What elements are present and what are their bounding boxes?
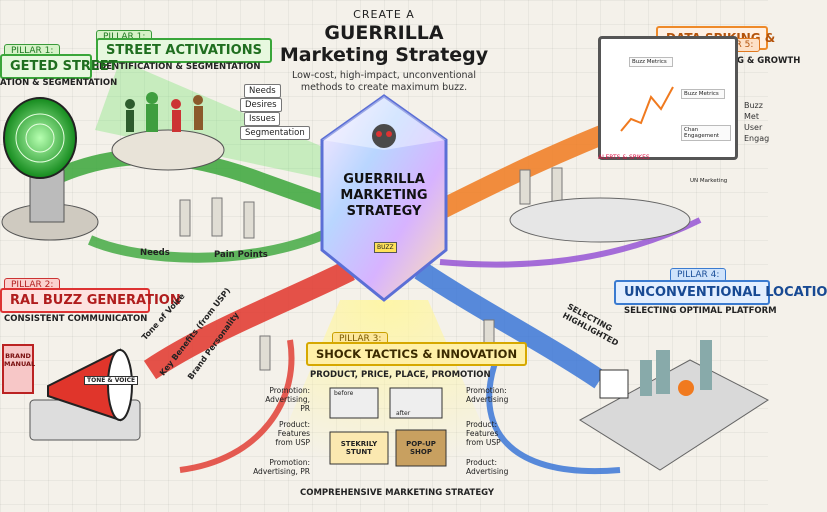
street-crowd: [125, 92, 203, 132]
p3-right1-line1: Promotion:: [466, 386, 507, 395]
pillar1-subtitle: IDENTIFICATION & SEGMENTATION: [96, 62, 261, 72]
stunt-boxes: [329, 387, 447, 467]
green-flow-lower: [87, 227, 333, 263]
side-label-buzz: Buzz Met: [744, 101, 763, 121]
shop-line2: SHOP: [410, 448, 432, 456]
p3-right2-line3: from USP: [466, 438, 501, 447]
marketing-tag: UN Marketing: [690, 178, 728, 184]
pillar4-subtitle: SELECTING OPTIMAL PLATFORM: [624, 306, 777, 316]
p3-right3-line1: Product:: [466, 458, 498, 467]
p3-left-label-3: Promotion: Advertising, PR: [240, 458, 310, 476]
dash-card-2: Buzz Metrics: [681, 89, 725, 99]
dash-side-labels: Buzz Met User Engag: [744, 100, 769, 144]
stunt-line1: STEKRILY: [340, 440, 378, 448]
stunt-line2: STUNT: [345, 448, 373, 456]
gem-label: GUERRILLA MARKETING STRATEGY: [334, 172, 434, 220]
dashboard-platform: [509, 197, 691, 243]
radar-dish: [1, 97, 99, 241]
alerts-tag: ALERTS & SPIKES: [598, 154, 650, 161]
buzz-tag: BUZZ: [374, 242, 397, 253]
p3-left2-line3: from USP: [275, 438, 310, 447]
label-segmentation: Segmentation: [240, 126, 310, 140]
popup-shop-sign: POP-UP SHOP: [398, 440, 444, 456]
pillar3-title: SHOCK TACTICS & INNOVATION: [306, 342, 528, 366]
flow-diagram: [1, 60, 769, 512]
before-label: before: [334, 390, 354, 397]
label-bottom-needs: Needs: [140, 248, 170, 258]
p3-left1-line2: Advertising,: [265, 395, 310, 404]
p3-right-label-1: Promotion: Advertising: [466, 386, 526, 404]
pillar3-footer: COMPREHENSIVE MARKETING STRATEGY: [300, 488, 495, 498]
page-title: GUERRILLA Marketing Strategy: [262, 22, 506, 66]
blue-flow: [414, 261, 606, 389]
dash-card-3: Chan Engagement: [681, 125, 731, 141]
p3-left2-line1: Product:: [278, 420, 310, 429]
pillar1-left-title: GETED STREET: [0, 54, 118, 79]
dash-line-chart-icon: [620, 86, 674, 132]
side-label-engagement: User Engag: [744, 123, 770, 143]
after-label: after: [396, 410, 411, 417]
subtitle-line2: methods to create maximum buzz.: [300, 82, 468, 93]
pillar4-title: UNCONVENTIONAL LOCATIO: [614, 280, 827, 305]
analytics-dashboard: Buzz Metrics Buzz Metrics Chan Engagemen…: [598, 36, 738, 160]
brand-manual-book: BRAND MANUAL: [2, 344, 35, 394]
p3-left1-line3: PR: [300, 404, 310, 413]
pillar3-subtitle: PRODUCT, PRICE, PLACE, PROMOTION: [310, 370, 491, 380]
megaphone-illustration: [29, 348, 141, 441]
label-needs: Needs: [244, 84, 281, 98]
gem-line1: GUERRILLA: [343, 172, 425, 187]
pillar5-subtitle: KPI TRACKING & GROWTH: [676, 56, 801, 66]
pillar1-left-subtitle: ATION & SEGMENTATION: [0, 78, 118, 88]
city-map: [579, 340, 769, 471]
p3-right2-line2: Features: [466, 429, 499, 438]
pillar1-title: STREET ACTIVATIONS: [96, 38, 272, 63]
label-pain-points: Pain Points: [214, 250, 268, 260]
gem-line3: STRATEGY: [346, 204, 422, 219]
central-gem: [320, 94, 448, 302]
header-create: CREATE A: [353, 8, 415, 21]
page-title-line2: Marketing Strategy: [279, 44, 489, 66]
shop-line1: POP-UP: [406, 440, 436, 448]
blue-flow-lower: [486, 348, 621, 475]
p3-left-label-1: Promotion: Advertising, PR: [254, 386, 310, 413]
p3-left2-line2: Features: [277, 429, 310, 438]
red-flow-lower: [179, 339, 295, 473]
p3-right-label-3: Product: Advertising: [466, 458, 526, 476]
red-flow: [143, 260, 355, 380]
pillar2-subtitle: CONSISTENT COMMUNICATON: [4, 314, 148, 324]
pillar2-title: RAL BUZZ GENERATION: [0, 288, 181, 313]
street-platform: [111, 129, 225, 171]
page-subtitle: Low-cost, high-impact, unconventional me…: [278, 70, 490, 94]
p3-left3-line2: Advertising, PR: [253, 467, 310, 476]
p3-right3-line2: Advertising: [466, 467, 509, 476]
megaphone-tag: TONE & VOICE: [84, 376, 139, 385]
p3-right-label-2: Product: Features from USP: [466, 420, 526, 447]
subtitle-line1: Low-cost, high-impact, unconventional: [291, 70, 476, 81]
p3-left1-line1: Promotion:: [269, 386, 310, 395]
gem-line2: MARKETING: [340, 188, 428, 203]
dash-card-1: Buzz Metrics: [629, 57, 673, 67]
p3-left3-line1: Promotion:: [269, 458, 310, 467]
p3-right1-line2: Advertising: [466, 395, 509, 404]
green-beam: [95, 60, 330, 180]
label-desires: Desires: [240, 98, 282, 112]
label-issues: Issues: [244, 112, 281, 126]
page-title-line1: GUERRILLA: [324, 22, 444, 44]
bridge-supports: [179, 167, 563, 371]
p3-right2-line1: Product:: [466, 420, 498, 429]
p3-left-label-2: Product: Features from USP: [254, 420, 310, 447]
stunt-sign: STEKRILY STUNT: [332, 440, 386, 456]
